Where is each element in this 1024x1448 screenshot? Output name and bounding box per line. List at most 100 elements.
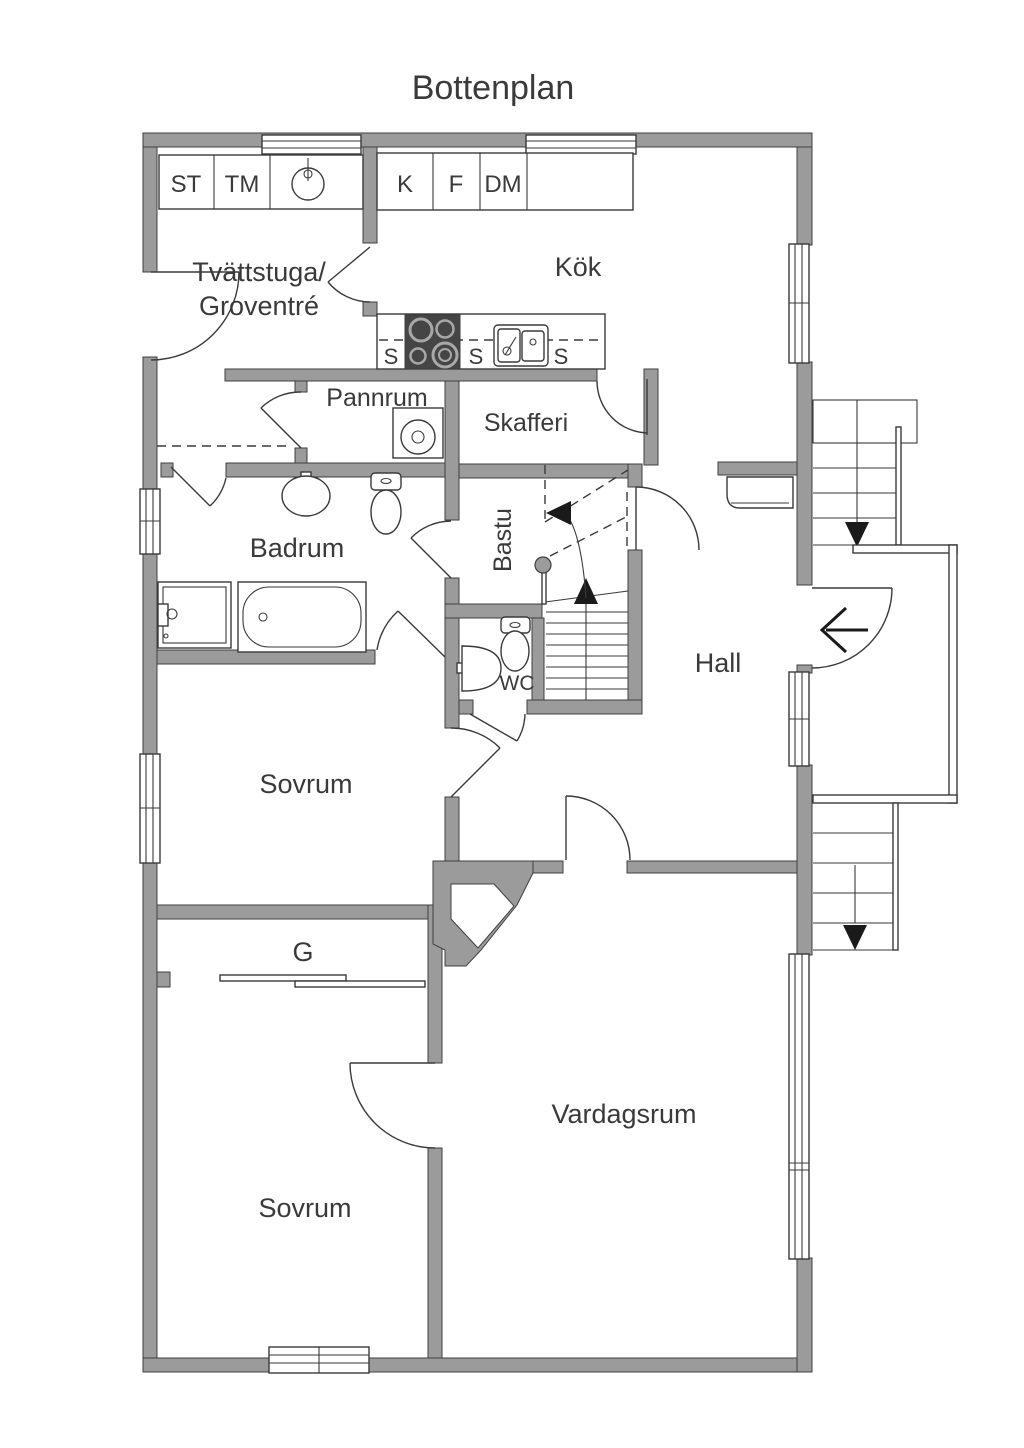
wall-laundry-kitchen (362, 301, 378, 317)
appliance-label-s-mid: S (469, 344, 484, 369)
wall-boilerroom-left (294, 447, 308, 465)
appliance-label-f: F (449, 171, 464, 198)
stair-turn-arrow-icon (546, 501, 571, 525)
chimney (432, 860, 534, 967)
appliance-label-s-right: S (554, 344, 569, 369)
stair-down-arrow-icon (843, 925, 867, 950)
window-kitchen-right (788, 243, 810, 364)
walls (142, 132, 813, 1373)
bathroom-fixtures (157, 471, 402, 653)
entrance-arrow-icon (819, 606, 868, 654)
wall-exterior-left (142, 356, 158, 491)
page-title: Bottenplan (412, 69, 575, 107)
door-wc (469, 713, 526, 742)
room-label-pantry: Skafferi (484, 409, 568, 437)
stair-railing (895, 426, 902, 546)
wall-exterior-right (796, 1257, 813, 1373)
wall-bathroom-top (225, 462, 460, 478)
appliance-label-tm: TM (225, 171, 260, 198)
appliance-label-dm: DM (484, 171, 521, 198)
stair-railing (892, 802, 899, 951)
window-hall-right (788, 671, 810, 767)
wall-wc-bottom (458, 699, 474, 715)
door-livingroom (565, 795, 631, 861)
wall-exterior-bottom (142, 1357, 271, 1373)
newel-post (534, 556, 552, 574)
wall-hall-livingroom (529, 860, 564, 874)
wall-exterior-top (142, 132, 813, 148)
window-livingroom-right (788, 953, 810, 1260)
wall-bedroom-closet (156, 904, 429, 920)
door-staircase (626, 486, 700, 551)
wall-exterior-right (796, 146, 813, 246)
wall-closet-front-stub (156, 971, 171, 988)
wc-fixtures (456, 616, 531, 692)
entry-door-main (811, 587, 893, 669)
entry-door-laundry (150, 271, 240, 361)
wall-hall-top (717, 461, 798, 476)
appliance-label-st: ST (171, 171, 202, 198)
door-boiler-room (260, 391, 302, 449)
room-label-living-room: Vardagsrum (551, 1099, 696, 1129)
wall-mid-vertical (444, 577, 460, 729)
wall-exterior-left (142, 146, 158, 273)
appliance-label-k: K (397, 171, 413, 198)
wall-stair-right (627, 549, 643, 715)
wc-sink-icon (456, 645, 502, 692)
room-label-laundry-line2: Groventré (199, 291, 319, 321)
bathroom-sink-icon (281, 471, 331, 517)
wall-sauna-wc (444, 603, 543, 619)
wall-exterior-left (142, 552, 158, 756)
toilet-icon (370, 472, 402, 535)
kitchen-sink-icon (493, 324, 549, 367)
porch-railing (812, 544, 958, 804)
wall-stair-right (627, 463, 643, 488)
wall-pantry-right (643, 368, 659, 466)
wall-bedroom-livingroom (427, 1147, 443, 1359)
kitchen-fixtures (376, 152, 634, 370)
room-label-closet: G (292, 937, 313, 967)
door-laundry-kitchen (327, 246, 371, 303)
room-labels: Tvättstuga/ Groventré Kök Pannrum Skaffe… (192, 252, 741, 1223)
window-laundry-top (261, 134, 362, 155)
door-pantry (596, 379, 648, 435)
wall-kitchen-south (224, 368, 598, 382)
wall-exterior-right (796, 361, 813, 586)
door-bedroom-lower (349, 1062, 436, 1149)
appliance-label-s-left: S (384, 344, 399, 369)
wc-toilet-icon (500, 616, 531, 672)
wall-stair-bottom (526, 699, 643, 715)
window-bathroom-left (139, 488, 161, 555)
laundry-counter (158, 154, 364, 210)
door-laundry-bathroom (170, 466, 227, 507)
shower-icon (157, 581, 232, 649)
window-kitchen-top (525, 134, 637, 155)
wall-boilerroom-left (294, 380, 308, 393)
room-label-laundry-line1: Tvättstuga/ (192, 257, 326, 287)
coat-rack (726, 476, 794, 509)
wall-mid-vertical (444, 796, 460, 862)
wall-exterior-bottom (367, 1357, 813, 1373)
closet-sliding-doors (219, 974, 426, 988)
room-label-bathroom: Badrum (250, 533, 345, 563)
bathtub-icon (237, 581, 367, 653)
laundry-fixtures (158, 154, 364, 210)
exterior-stair-lower (813, 802, 899, 951)
room-label-hall: Hall (695, 648, 742, 678)
appliance-labels: ST TM K F DM S S S (171, 171, 569, 369)
door-bedroom-upper (450, 727, 501, 798)
wall-hall-livingroom (626, 860, 798, 874)
wall-sauna-top (458, 463, 629, 479)
window-bedroom-left (139, 753, 161, 864)
exterior-stair-upper (812, 399, 918, 547)
stove-icon (404, 314, 461, 370)
interior-staircase (534, 465, 629, 700)
wall-mid-vertical (444, 380, 460, 521)
window-bedroom-bottom (268, 1346, 370, 1374)
stair-down-arrow-icon (845, 522, 869, 547)
windows (139, 134, 810, 1374)
room-label-wc: WC (500, 672, 535, 695)
wall-exterior-left (142, 861, 158, 1373)
